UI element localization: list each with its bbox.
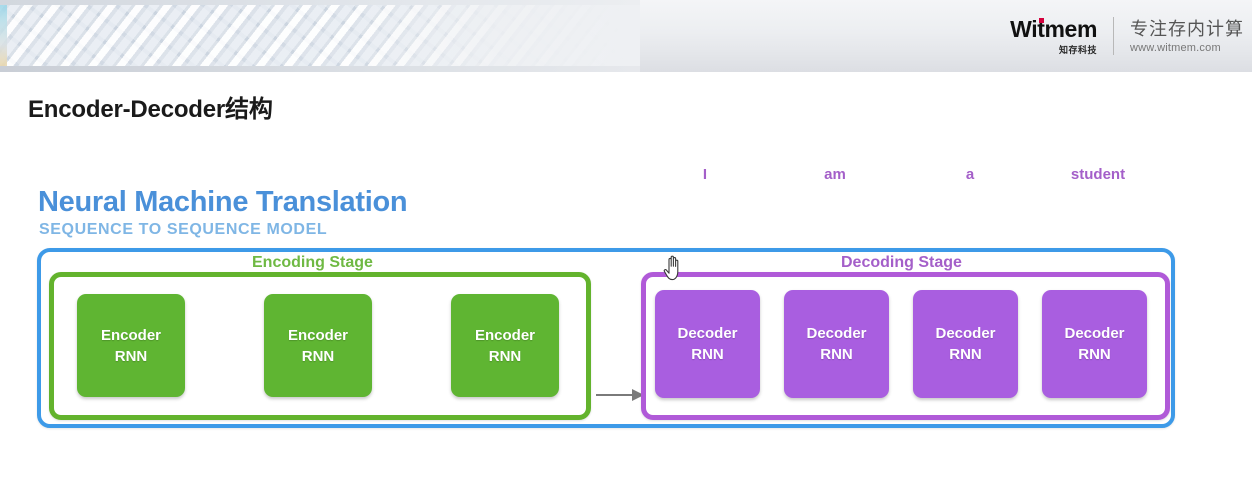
output-word: am (824, 166, 846, 183)
decoder-rnn-block-line2: RNN (949, 346, 982, 363)
decoder-rnn-block-line2: RNN (691, 346, 724, 363)
output-word: student (1070, 166, 1126, 183)
logo-primary: Witmem 知存科技 (1010, 15, 1113, 56)
header-circuit-pattern (0, 0, 640, 72)
header-edge-gradient (0, 0, 7, 72)
logo-chinese-name: 知存科技 (1058, 44, 1097, 55)
logo-slogan: 专注存内计算 (1130, 18, 1244, 39)
encoder-to-decoder-arrow-icon (596, 389, 644, 401)
logo-wordmark: Witmem (1010, 15, 1097, 42)
logo-divider (1113, 17, 1114, 55)
header-bottom-line (0, 66, 640, 72)
logo-wordmark-text: Witmem (1010, 15, 1097, 42)
logo-secondary: 专注存内计算 www.witmem.com (1114, 19, 1244, 54)
encoder-rnn-block-line2: RNN (301, 347, 335, 365)
arrow-shaft (596, 394, 634, 396)
decoder-rnn-block-line1: Decoder (935, 325, 996, 342)
logo-red-dot-icon (1039, 17, 1045, 23)
figure-title: Neural Machine Translation (38, 186, 408, 218)
header-decorative-artwork (0, 0, 640, 72)
page-title: Encoder-Decoder结构 (28, 96, 273, 123)
nmt-diagram: Neural Machine Translation SEQUENCE TO S… (0, 150, 1252, 450)
decoder-rnn-block-line1: Decoder (806, 325, 867, 342)
decoding-stage-label: Decoding Stage (833, 254, 970, 272)
decoder-rnn-block-line2: RNN (1078, 346, 1111, 363)
logo-url: www.witmem.com (1130, 41, 1221, 54)
decoder-rnn-block-line1: Decoder (677, 325, 738, 342)
encoder-rnn-block-line1: Encoder (100, 326, 161, 344)
brand-logo: Witmem 知存科技 专注存内计算 www.witmem.com (1010, 12, 1244, 60)
decoder-rnn-block-line1: Decoder (1064, 325, 1125, 342)
page-header: Witmem 知存科技 专注存内计算 www.witmem.com (0, 0, 1252, 72)
header-top-line (0, 0, 640, 5)
encoding-stage-label: Encoding Stage (244, 254, 381, 272)
output-word: a (965, 166, 975, 183)
encoder-rnn-block-line2: RNN (488, 347, 522, 365)
encoder-rnn-block-line1: Encoder (474, 326, 535, 344)
figure-subtitle: SEQUENCE TO SEQUENCE MODEL (39, 221, 328, 238)
encoder-rnn-block-line1: Encoder (287, 326, 348, 344)
output-word: I (702, 166, 708, 183)
decoder-rnn-block-line2: RNN (820, 346, 853, 363)
encoder-rnn-block-line2: RNN (114, 347, 148, 365)
